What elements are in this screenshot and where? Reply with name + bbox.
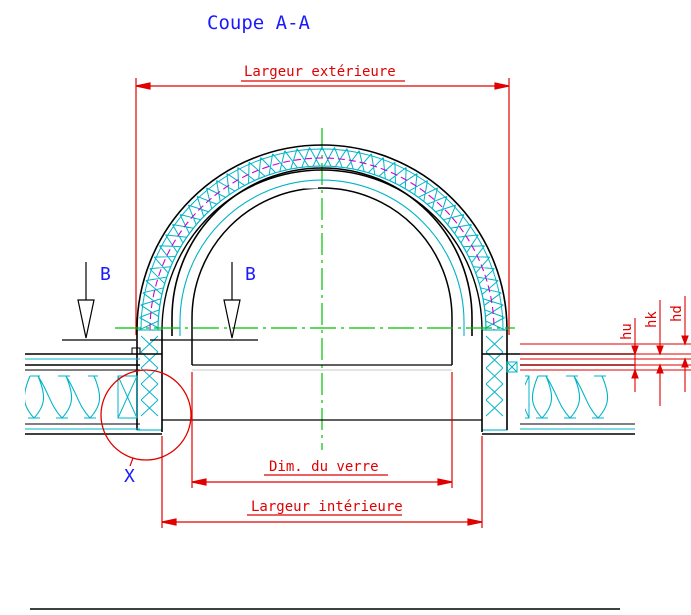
glass-dome: [171, 167, 473, 371]
inner-width-label: Largeur intérieure: [251, 499, 403, 515]
hk-label: hk: [644, 311, 660, 328]
hd-label: hd: [669, 305, 685, 322]
roof-panel-left: [25, 347, 162, 435]
section-marker-right-label: B: [245, 264, 256, 285]
outer-width-label: Largeur extérieure: [244, 64, 396, 80]
inner-width-dimension: [161, 436, 483, 528]
detail-leader: [129, 457, 134, 467]
section-title: Coupe A-A: [207, 12, 311, 34]
height-dimensions: [520, 296, 691, 406]
upstand-right: [481, 329, 508, 432]
section-marker-left-label: B: [100, 264, 111, 285]
upstand-left: [136, 329, 163, 432]
detail-circle: [100, 369, 192, 461]
roof-panel-right: [482, 353, 635, 435]
dome-insulation: [138, 146, 506, 330]
section-marker-left: [62, 262, 136, 341]
hu-label: hu: [619, 323, 635, 340]
section-marker-right: [150, 262, 258, 341]
glass-dimension: [191, 372, 453, 488]
insulation-zigzag: [138, 146, 506, 330]
detail-label: X: [124, 466, 135, 487]
glass-dimension-label: Dim. du verre: [269, 459, 379, 475]
outer-width-dimension: [135, 78, 510, 335]
dashed-arc: [149, 157, 495, 331]
